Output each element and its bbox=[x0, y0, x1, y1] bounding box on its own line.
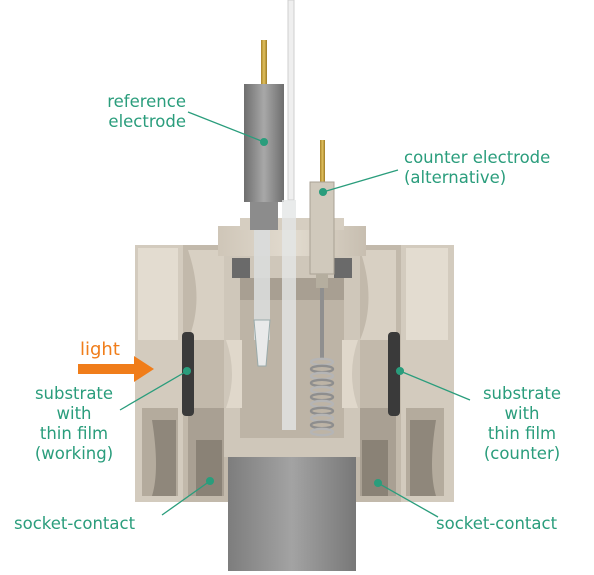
light-arrow bbox=[78, 356, 154, 382]
label-reference-electrode: reference electrode bbox=[70, 92, 186, 132]
dot-socket-left bbox=[205, 476, 215, 486]
leader-counter bbox=[322, 169, 399, 193]
capillary-inner bbox=[282, 200, 296, 430]
label-substrate-working-line4: (working) bbox=[34, 444, 114, 463]
label-substrate-counter: substrate with thin film (counter) bbox=[470, 384, 574, 464]
reference-electrode bbox=[244, 40, 284, 367]
label-substrate-counter-line3: thin film bbox=[487, 424, 557, 443]
label-substrate-counter-line4: (counter) bbox=[483, 444, 561, 463]
dot-substrate-counter bbox=[395, 366, 405, 376]
substrate-right bbox=[388, 332, 400, 416]
right-housing bbox=[356, 245, 454, 502]
label-counter-line1: counter electrode bbox=[404, 148, 551, 167]
label-substrate-working-line2: with bbox=[56, 404, 92, 423]
label-substrate-counter-line2: with bbox=[504, 404, 540, 423]
label-counter-line2: (alternative) bbox=[404, 168, 507, 187]
label-substrate-working: substrate with thin film (working) bbox=[22, 384, 126, 464]
dot-reference bbox=[259, 137, 269, 147]
leader-socket-left bbox=[161, 480, 211, 516]
spring-coil bbox=[309, 427, 335, 437]
label-light: light bbox=[80, 339, 120, 360]
label-substrate-working-line1: substrate bbox=[34, 384, 114, 403]
leader-substrate-working bbox=[119, 370, 188, 411]
label-reference-line2: electrode bbox=[108, 112, 186, 131]
leader-socket-right bbox=[377, 482, 439, 518]
leader-reference bbox=[187, 111, 265, 143]
label-reference-line1: reference bbox=[107, 92, 186, 111]
base-block bbox=[228, 457, 356, 571]
coil-spring bbox=[309, 357, 335, 437]
counter-electrode bbox=[309, 140, 335, 437]
left-housing bbox=[135, 245, 228, 502]
dot-socket-right bbox=[373, 478, 383, 488]
dot-counter bbox=[318, 187, 328, 197]
leader-substrate-counter bbox=[399, 370, 471, 401]
capillary-tube bbox=[287, 0, 295, 201]
label-substrate-counter-line1: substrate bbox=[482, 384, 562, 403]
label-socket-contact-left: socket-contact bbox=[14, 514, 136, 533]
label-counter-electrode: counter electrode (alternative) bbox=[404, 148, 550, 188]
dot-substrate-working bbox=[182, 366, 192, 376]
label-socket-contact-right: socket-contact bbox=[436, 514, 558, 533]
label-substrate-working-line3: thin film bbox=[39, 424, 109, 443]
